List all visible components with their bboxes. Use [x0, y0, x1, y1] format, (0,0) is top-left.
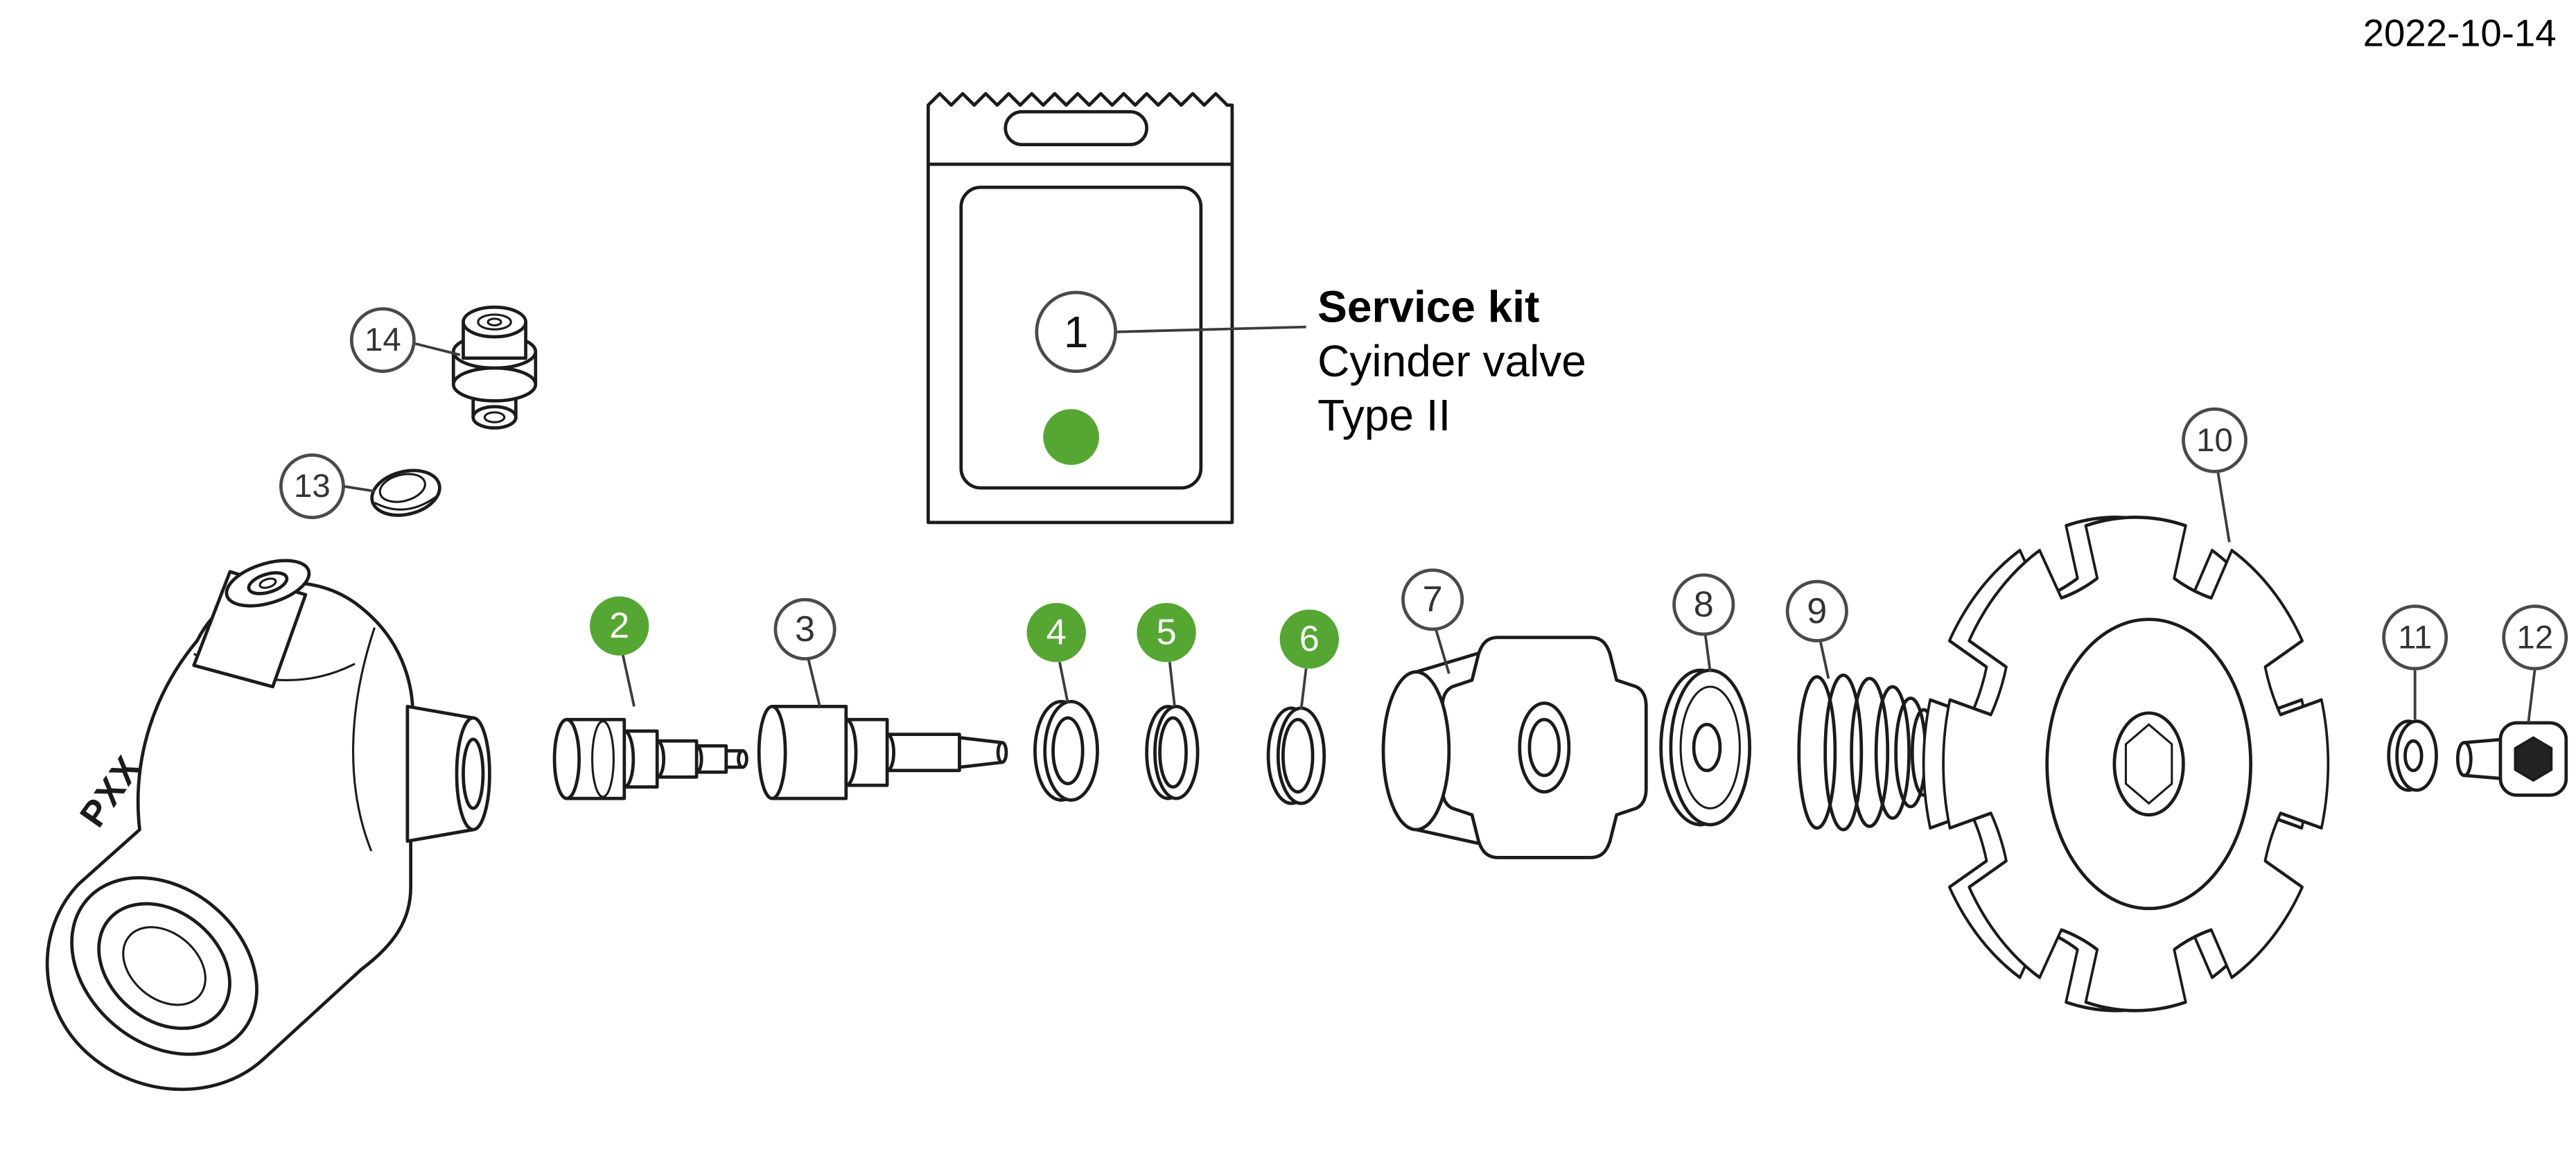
part-12-screw: [2455, 721, 2568, 797]
svg-text:6: 6: [1299, 619, 1320, 659]
svg-text:9: 9: [1807, 591, 1827, 631]
kit-green-dot: [1043, 409, 1099, 465]
valve-body: PXX: [45, 559, 491, 1092]
part-7-seat-housing: [1381, 636, 1648, 859]
part-6-ring: [1266, 706, 1326, 805]
part-13-cap: [370, 468, 441, 517]
callout-3: 3: [773, 597, 836, 707]
callout-4: 4: [1026, 602, 1086, 703]
callout-8: 8: [1672, 573, 1735, 672]
callouts: 1 2 3 4 5 6 7: [279, 290, 2568, 724]
part-11-washer: [2387, 719, 2438, 792]
callout-6: 6: [1279, 609, 1339, 710]
handwheel-hex-bore: [2124, 723, 2173, 805]
svg-text:4: 4: [1046, 613, 1067, 653]
kit-leader-line: [1116, 325, 1306, 333]
part-4-washer: [1033, 699, 1099, 802]
handwheel-hub: [2112, 711, 2185, 817]
kit-title: Service kit: [1317, 282, 1539, 332]
callout-12: 12: [2502, 604, 2568, 724]
callout-2: 2: [590, 596, 649, 707]
callout-10: 10: [2182, 407, 2248, 543]
svg-text:10: 10: [2196, 422, 2233, 459]
svg-text:8: 8: [1694, 584, 1714, 624]
callout-11: 11: [2382, 604, 2448, 720]
svg-text:13: 13: [294, 468, 331, 505]
svg-text:7: 7: [1423, 579, 1443, 620]
seat-bore: [1527, 717, 1561, 778]
svg-text:3: 3: [795, 609, 815, 649]
part-5-o-ring: [1145, 704, 1200, 800]
svg-text:12: 12: [2516, 619, 2553, 656]
callout-14: 14: [349, 307, 461, 374]
screw-hex-socket: [2514, 736, 2553, 782]
kit-subtitle-1: Cyinder valve: [1317, 336, 1586, 386]
kit-label: Service kit Cyinder valve Type II: [1116, 282, 1586, 440]
svg-text:14: 14: [365, 322, 401, 358]
hang-hole: [1004, 110, 1148, 146]
part-14-fitting: [451, 305, 538, 430]
callout-7: 7: [1401, 568, 1464, 674]
svg-text:2: 2: [609, 606, 629, 646]
part-9-spring: [1797, 673, 1937, 832]
callout-1: 1: [1035, 290, 1117, 374]
callout-9: 9: [1785, 579, 1848, 679]
side-port-bore: [462, 737, 485, 810]
date-label: 2022-10-14: [2363, 12, 2557, 54]
svg-text:1: 1: [1064, 307, 1089, 357]
part-3-spindle: [757, 704, 1008, 800]
svg-text:11: 11: [2398, 619, 2432, 656]
callout-5: 5: [1137, 602, 1196, 707]
part-2-valve-core: [552, 717, 748, 800]
top-neck-bore: [247, 571, 289, 595]
svg-text:5: 5: [1157, 613, 1177, 653]
part-10-handwheel: [1922, 515, 2330, 1013]
part-8-disc: [1659, 668, 1751, 827]
kit-subtitle-2: Type II: [1317, 390, 1451, 440]
callout-13: 13: [279, 453, 375, 520]
